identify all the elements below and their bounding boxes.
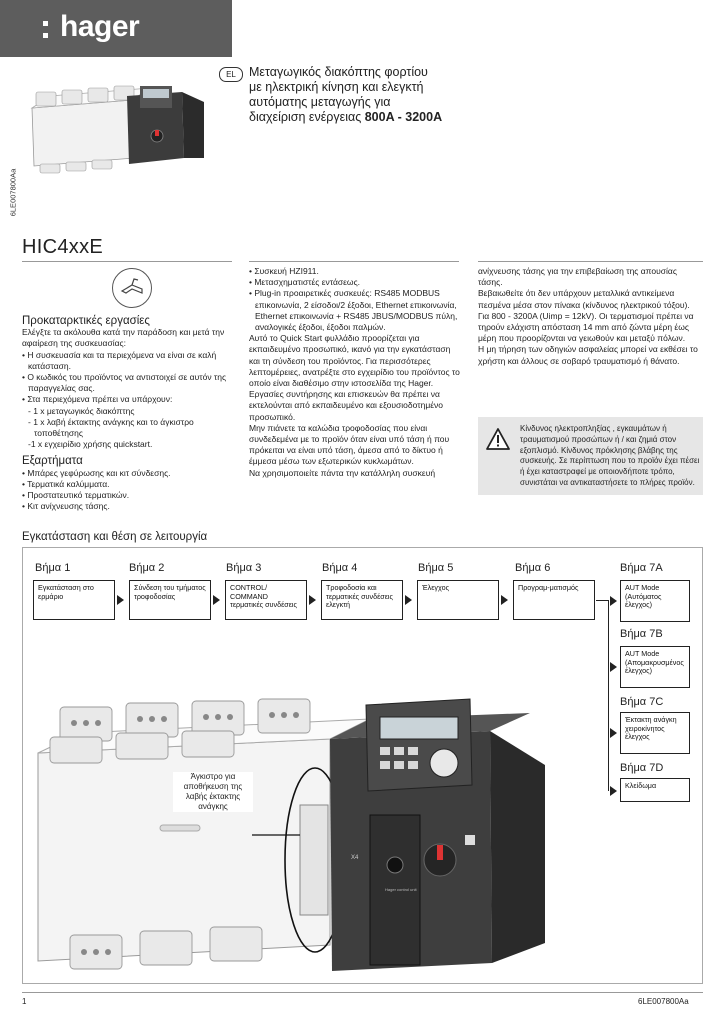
- list-item: • Στα περιεχόμενα πρέπει να υπάρχουν:: [22, 394, 173, 405]
- step-box-4: Τροφοδοσία και τερματικές συνδέσεις ελεγ…: [321, 580, 403, 620]
- page-number: 1: [22, 997, 27, 1006]
- list-item: • Ο κωδικός του προϊόντος να αντιστοιχεί…: [22, 372, 227, 394]
- step-box-2: Σύνδεση του τμήματος τροφοδοσίας: [129, 580, 211, 620]
- column-right: ανίχνευσης τάσης για την επιβεβαίωση της…: [478, 266, 703, 367]
- paragraph: Για 800 - 3200A (Uimp = 12kV). Οι τερματ…: [478, 310, 694, 344]
- warning-text: Κίνδυνος ηλεκτροπληξίας , εγκαυμάτων ή τ…: [520, 424, 700, 487]
- section-title-accessories: Εξαρτήματα: [22, 455, 83, 468]
- divider: [478, 261, 703, 262]
- flow-arrow: [610, 596, 617, 606]
- product-thumbnail: [30, 85, 204, 174]
- divider: [249, 261, 459, 262]
- flow-arrow: [213, 595, 220, 605]
- flow-connector: [596, 600, 608, 602]
- hook-callout-label: Άγκιστρο για αποθήκευση της λαβής έκτακτ…: [173, 772, 253, 812]
- flow-arrow: [610, 728, 617, 738]
- step-label-1: Βήμα 1: [35, 562, 71, 574]
- device-mark-x4: X4: [351, 855, 359, 861]
- accessories-list: • Μπάρες γεφύρωσης και κιτ σύνδεσης. • Τ…: [22, 468, 234, 513]
- step-label-7a: Βήμα 7A: [620, 562, 663, 574]
- product-name: HIC4xxE: [22, 236, 104, 258]
- preliminary-intro: Ελέγξτε τα ακόλουθα κατά την παράδοση κα…: [22, 327, 225, 349]
- tool-icon: [112, 268, 152, 308]
- footer-divider: [22, 992, 703, 993]
- step-box-7d: Κλείδωμα: [620, 778, 690, 802]
- flow-arrow: [501, 595, 508, 605]
- list-item: • Προστατευτικό τερματικών.: [22, 490, 130, 501]
- column-middle: • Συσκευή HZI911. • Μετασχηματιστές εντά…: [249, 266, 461, 479]
- list-item: • Μετασχηματιστές εντάσεως.: [249, 277, 361, 288]
- step-label-3: Βήμα 3: [226, 562, 262, 574]
- column-preliminary: Προκαταρκτικές εργασίες Ελέγξτε τα ακόλο…: [22, 315, 234, 513]
- step-box-3: CONTROL/ COMMAND τερματικές συνδέσεις: [225, 580, 307, 620]
- step-box-6: Προγραμ-ματισμός: [513, 580, 595, 620]
- title-line-1: Μεταγωγικός διακόπτης φορτίου: [249, 65, 428, 79]
- step-box-7c: Έκτακτη ανάγκη χειροκίνητος έλεγχος: [620, 712, 690, 754]
- flow-arrow: [309, 595, 316, 605]
- paragraph: ανίχνευσης τάσης για την επιβεβαίωση της…: [478, 266, 677, 288]
- preliminary-list: • Η συσκευασία και τα περιεχόμενα να είν…: [22, 350, 234, 451]
- step-label-2: Βήμα 2: [129, 562, 165, 574]
- step-box-7a: AUT Mode (Αυτόματος έλεγχος): [620, 580, 690, 622]
- paragraph: Μην πιάνετε τα καλώδια τροφοδοσίας που ε…: [249, 422, 450, 467]
- divider: [22, 261, 232, 262]
- flow-arrow: [405, 595, 412, 605]
- accessories-list-continued: • Συσκευή HZI911. • Μετασχηματιστές εντά…: [249, 266, 461, 333]
- list-item: • Η συσκευασία και τα περιεχόμενα να είν…: [22, 349, 217, 371]
- paragraph: Να χρησιμοποιείτε πάντα την κατάλληλη συ…: [249, 467, 436, 478]
- step-box-7b: AUT Mode (Απομακρυσμένος έλεγχος): [620, 646, 690, 688]
- title-line-3: αυτόματης μεταγωγής για: [249, 95, 391, 109]
- list-item: • Plug-in προαιρετικές συσκευές: RS485 M…: [249, 288, 458, 333]
- current-range: 800A - 3200A: [364, 110, 443, 124]
- list-item: • Κιτ ανίχνευσης τάσης.: [22, 501, 110, 512]
- step-label-4: Βήμα 4: [322, 562, 358, 574]
- flow-arrow: [610, 662, 617, 672]
- title-line-4: διαχείριση ενέργειας 800A - 3200A: [249, 110, 443, 124]
- step-label-7c: Βήμα 7C: [620, 696, 664, 708]
- steps-section-title: Εγκατάσταση και θέση σε λειτουργία: [22, 531, 208, 543]
- language-badge: EL: [219, 67, 243, 82]
- paragraph: Αυτό το Quick Start φυλλάδιο προορίζεται…: [249, 333, 460, 389]
- step-label-7b: Βήμα 7B: [620, 628, 663, 640]
- footer-document-code: 6LE007800Aa: [638, 997, 689, 1006]
- brand-header-bar: [0, 0, 232, 57]
- section-title-preliminary: Προκαταρκτικές εργασίες: [22, 315, 150, 327]
- list-item: • Μπάρες γεφύρωσης και κιτ σύνδεσης.: [22, 467, 171, 478]
- brand-logo: hager: [60, 10, 140, 43]
- step-label-7d: Βήμα 7D: [620, 762, 664, 774]
- side-document-code: 6LE007800Aa: [8, 168, 18, 217]
- step-label-6: Βήμα 6: [515, 562, 551, 574]
- paragraph: Η μη τήρηση των οδηγιών ασφαλείας μπορεί…: [478, 344, 698, 366]
- list-item: • Συσκευή HZI911.: [249, 266, 319, 276]
- document-title: Μεταγωγικός διακόπτης φορτίου με ηλεκτρι…: [249, 65, 489, 125]
- warning-icon: [486, 428, 510, 450]
- flow-arrow: [117, 595, 124, 605]
- title-line-2: με ηλεκτρική κίνηση και ελεγκτή: [249, 80, 424, 94]
- flow-connector: [608, 600, 610, 791]
- step-label-5: Βήμα 5: [418, 562, 454, 574]
- flow-arrow: [610, 786, 617, 796]
- installation-steps-frame: [22, 547, 703, 984]
- list-item: -1 x εγχειρίδιο χρήσης quickstart.: [28, 439, 153, 450]
- warning-box: [478, 417, 703, 495]
- brand-logo-mark: [43, 21, 48, 39]
- list-item: - 1 x μεταγωγικός διακόπτης: [28, 405, 135, 416]
- transfer-switch-illustration: Hager control unit X4: [37, 698, 545, 971]
- step-box-1: Εγκατάσταση στο ερμάριο: [33, 580, 115, 620]
- list-item: - 1 x λαβή έκτακτης ανάγκης και το άγκισ…: [28, 416, 194, 439]
- device-legend: Hager control unit: [385, 887, 417, 892]
- paragraph: Εργασίες συντήρησης και επισκευών θα πρέ…: [249, 389, 443, 422]
- step-box-5: Έλεγχος: [417, 580, 499, 620]
- paragraph: Βεβαιωθείτε ότι δεν υπάρχουν μεταλλικά α…: [478, 288, 690, 310]
- list-item: • Τερματικά καλύμματα.: [22, 478, 110, 489]
